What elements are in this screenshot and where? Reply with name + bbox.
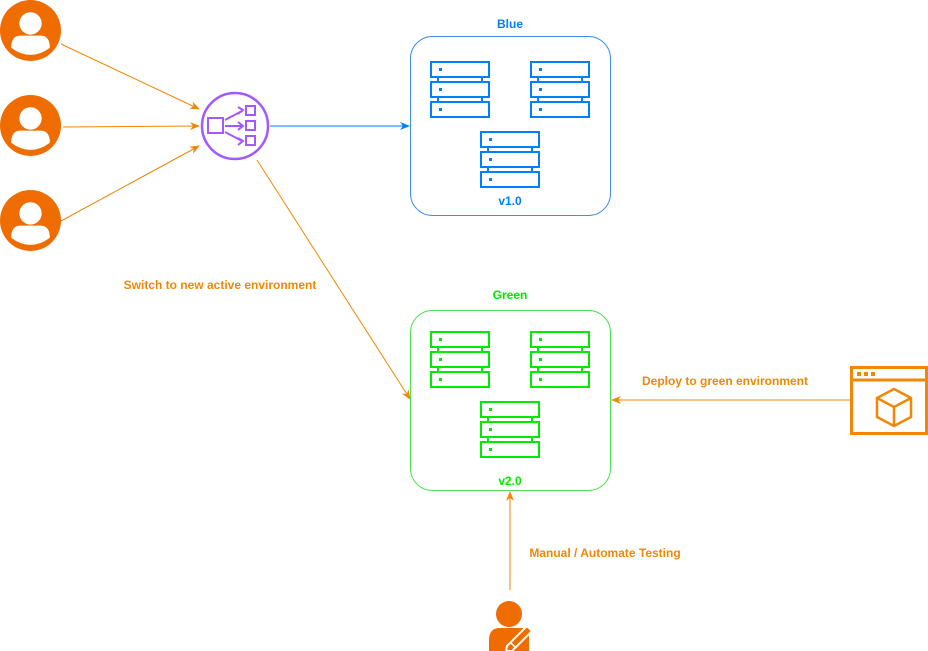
load-balancer-icon xyxy=(200,91,270,161)
testing-label: Manual / Automate Testing xyxy=(529,546,681,560)
blue-environment-version: v1.0 xyxy=(498,194,522,208)
green-environment-version: v2.0 xyxy=(498,474,522,488)
user-icon xyxy=(0,0,61,61)
switch-environment-label: Switch to new active environment xyxy=(123,278,317,292)
blue-environment-box xyxy=(410,36,611,216)
user-icon xyxy=(0,190,61,251)
user-to-lb-connector xyxy=(62,122,200,131)
blue-environment-title: Blue xyxy=(496,17,524,31)
green-environment-box xyxy=(410,310,611,491)
user-icon xyxy=(0,95,61,156)
lb-to-green-connector xyxy=(256,159,411,400)
user-to-lb-connector xyxy=(60,43,200,110)
package-window-icon xyxy=(850,366,928,435)
green-environment-title: Green xyxy=(492,288,528,302)
user-to-lb-connector xyxy=(60,145,200,222)
deploy-label: Deploy to green environment xyxy=(641,374,809,388)
user-edit-icon xyxy=(489,601,534,651)
